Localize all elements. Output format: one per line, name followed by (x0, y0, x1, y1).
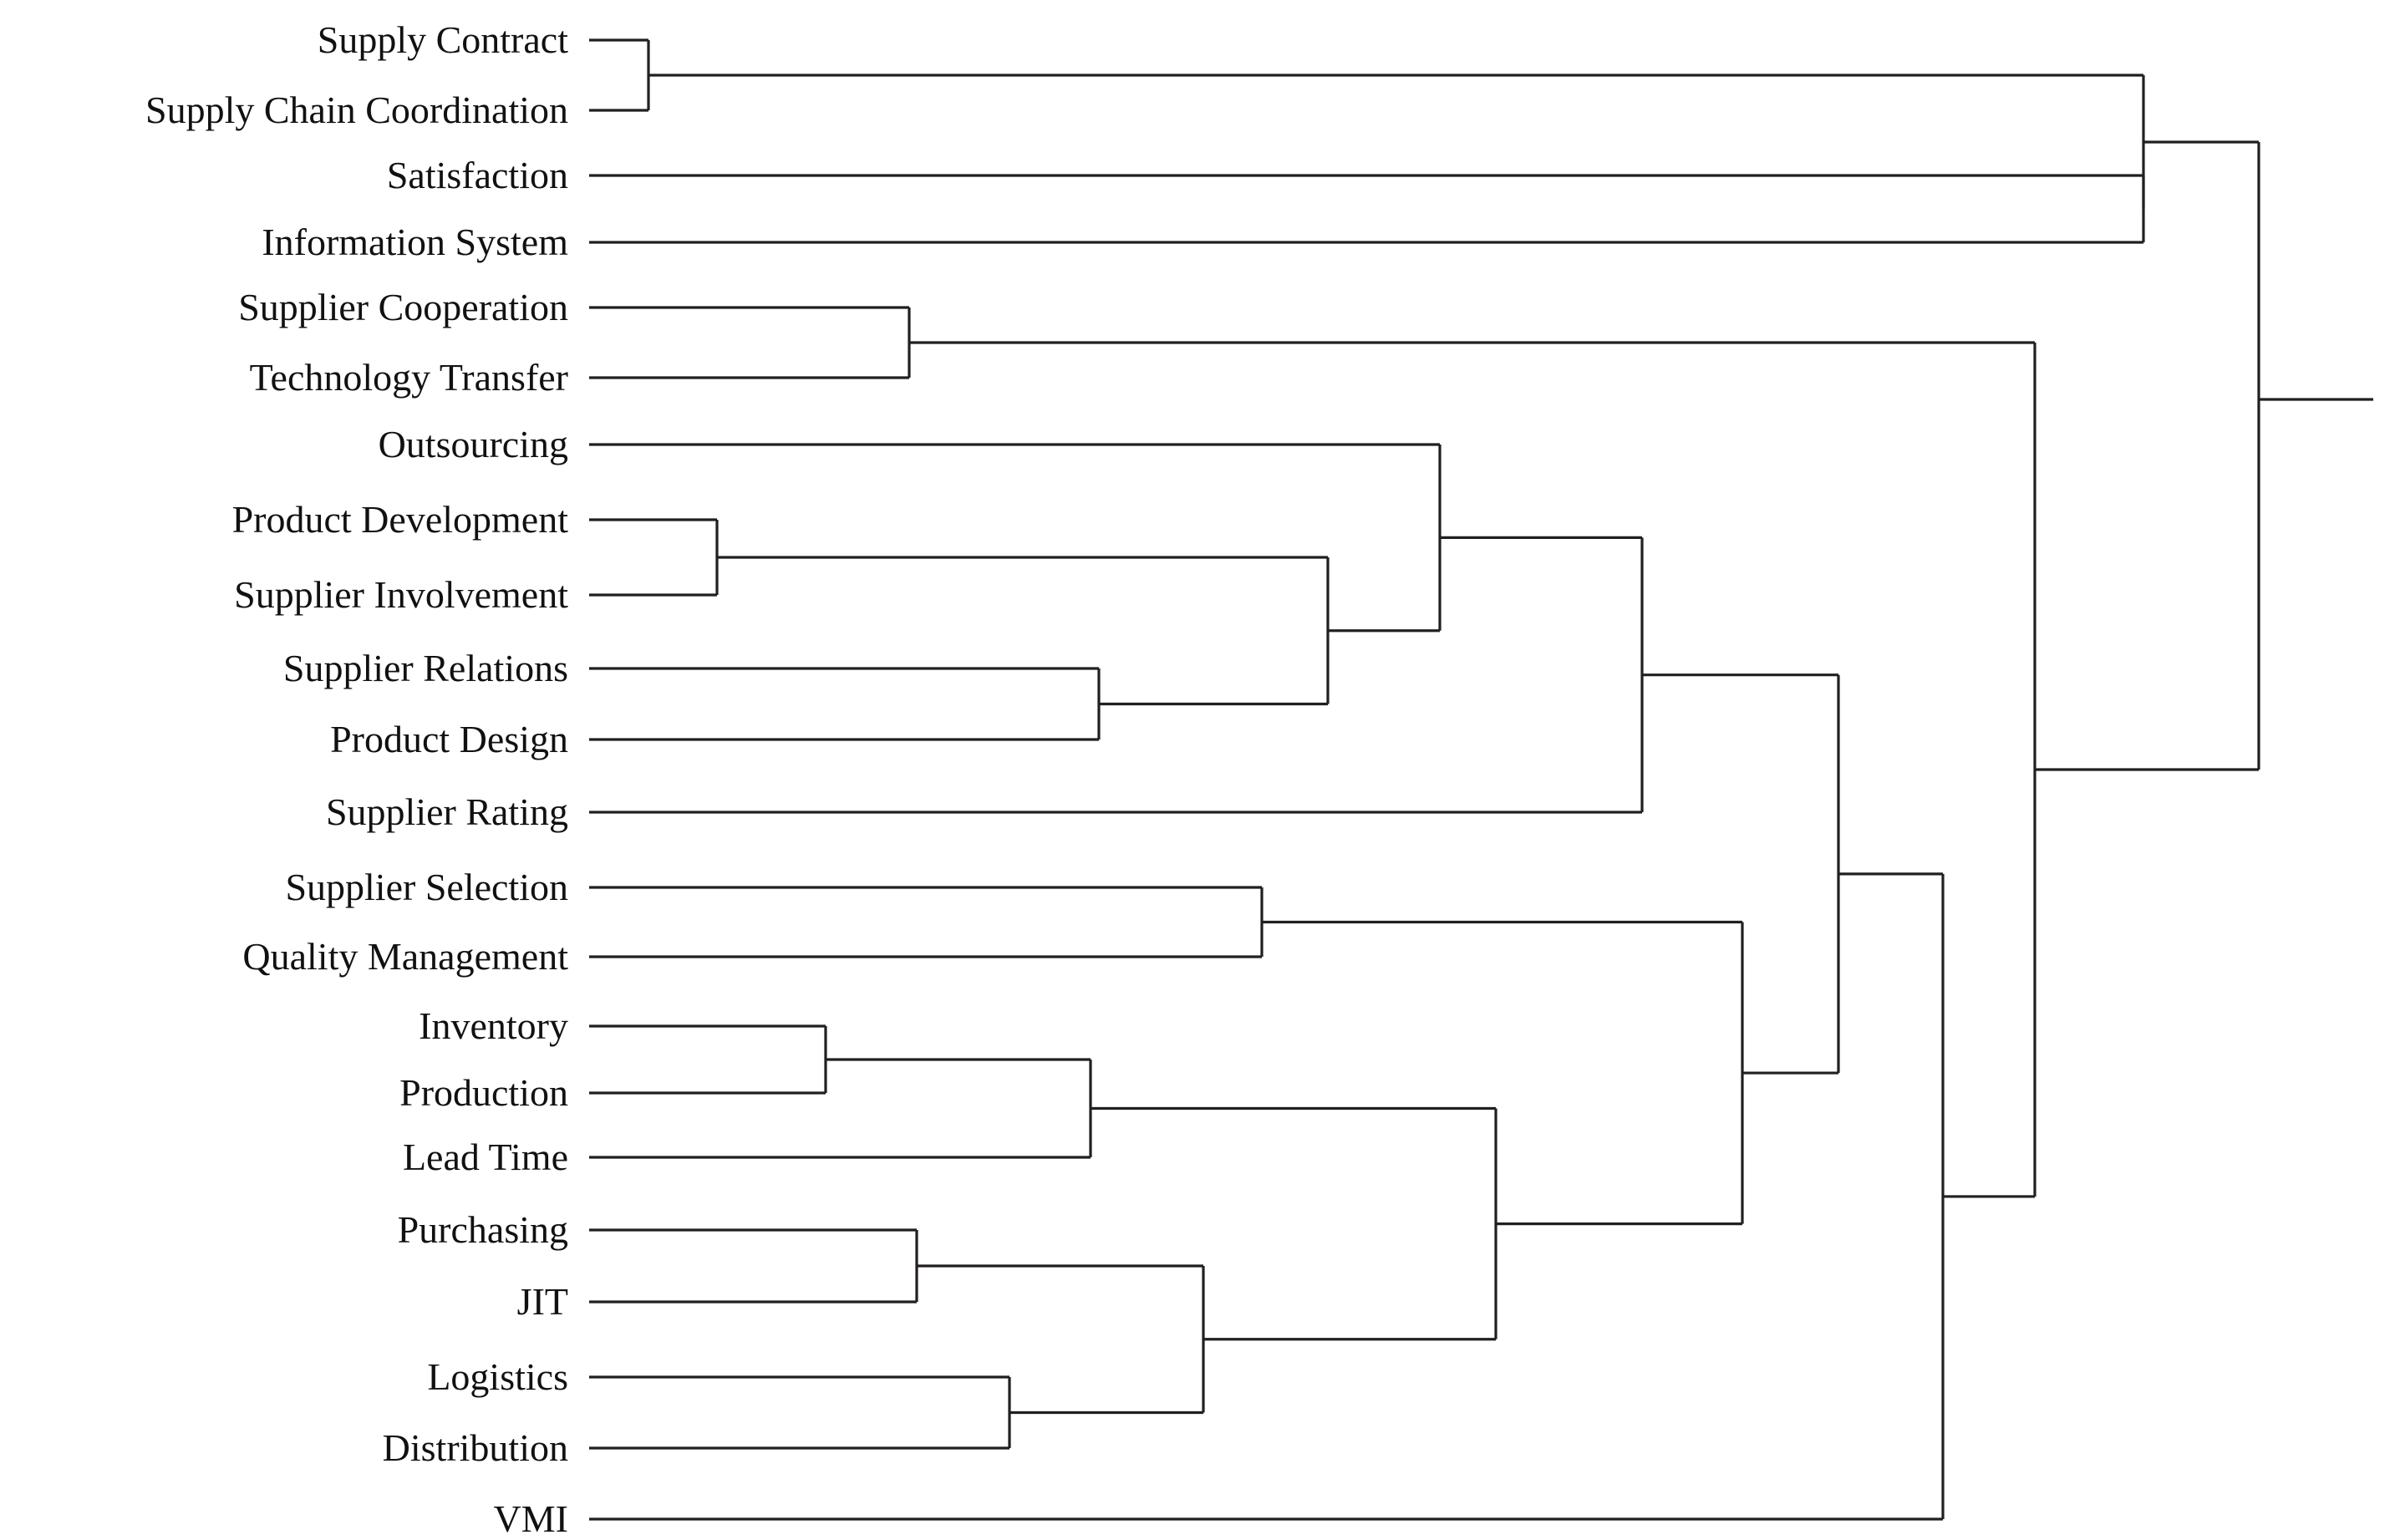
leaf-label: Quality Management (242, 935, 568, 978)
leaf-label: Production (399, 1071, 568, 1114)
leaf-label: Supplier Selection (285, 866, 568, 908)
leaf-label: Outsourcing (378, 423, 568, 465)
leaf-label: JIT (516, 1280, 568, 1323)
leaf-label: Supply Chain Coordination (145, 89, 568, 131)
leaf-label: Supplier Rating (325, 790, 568, 833)
leaf-label: Inventory (419, 1004, 568, 1047)
leaf-label: Product Development (231, 498, 568, 541)
leaf-label: Satisfaction (386, 154, 568, 196)
leaf-label: Supplier Involvement (234, 573, 568, 616)
leaf-label: Supplier Relations (282, 647, 568, 689)
leaf-label: Distribution (382, 1426, 568, 1469)
leaf-label: Purchasing (397, 1208, 568, 1251)
leaf-label: Information System (262, 221, 568, 263)
dendrogram-branches (589, 38, 2373, 1521)
leaf-label: Technology Transfer (249, 356, 568, 399)
leaf-label: Product Design (330, 718, 568, 760)
leaf-label: Supplier Cooperation (238, 286, 568, 328)
leaf-label: Supply Contract (317, 18, 568, 61)
leaf-label: Logistics (427, 1355, 568, 1398)
leaf-label: VMI (493, 1497, 568, 1540)
leaf-label: Lead Time (402, 1136, 568, 1178)
